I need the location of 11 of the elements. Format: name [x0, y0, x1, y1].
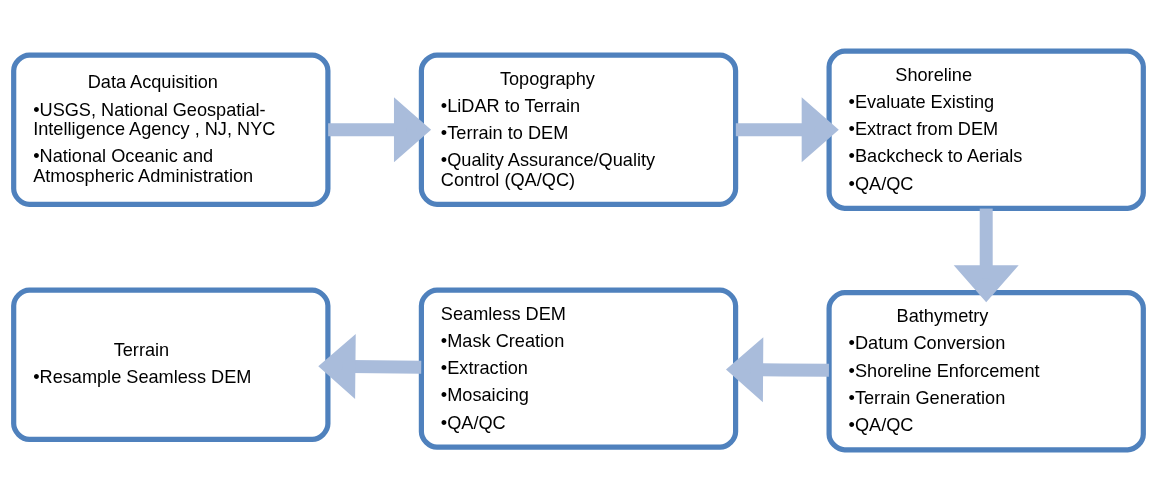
node-box: Seamless DEM •Mask Creation •Extraction •Mosaicing •QA/QC	[418, 287, 739, 450]
arrow	[953, 208, 1019, 303]
node-box: Shoreline •Evaluate Existing •Extract from DEM •Backcheck to Aerials •QA/QC	[826, 48, 1146, 211]
node-box: Terrain •Resample Seamless DEM	[11, 287, 331, 442]
arrow	[328, 97, 432, 163]
arrow	[318, 334, 422, 399]
arrow	[735, 97, 839, 163]
node-box: Data Acquisition •USGS, National Geospatial-Intelligence Agency , NJ, NYC •National Oceanic and Atmospheric Administration	[11, 52, 331, 207]
node-box: Topography •LiDAR to Terrain •Terrain to DEM •Quality Assurance/Quality Control (QA/QC)	[418, 52, 739, 207]
arrow	[726, 337, 829, 403]
node-box: Bathymetry •Datum Conversion •Shoreline Enforcement •Terrain Generation •QA/QC	[826, 290, 1146, 453]
